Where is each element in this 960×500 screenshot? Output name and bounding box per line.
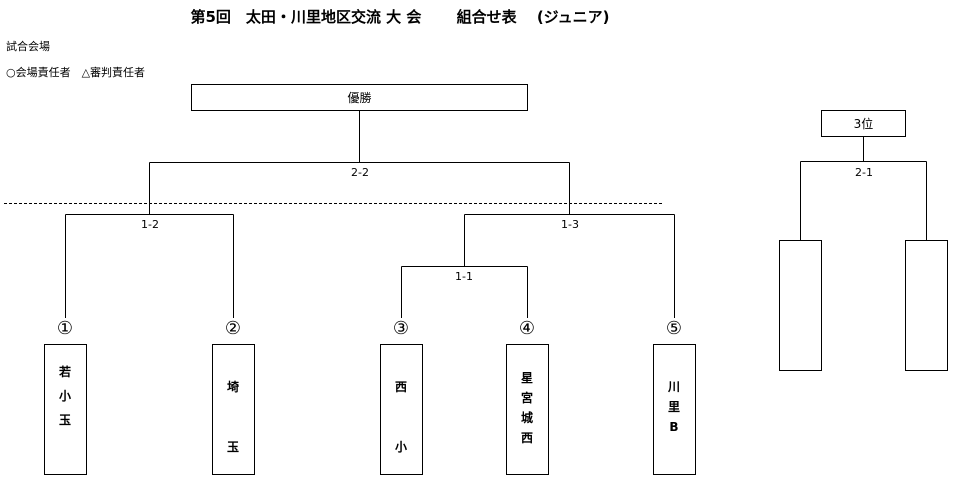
team-3-char-1: 西	[394, 380, 408, 394]
team-5-char-1: 川	[667, 380, 681, 394]
seed-5: ⑤	[665, 318, 683, 339]
team-name-4: 星 宮 城 西	[521, 368, 533, 448]
team-5-char-3: B	[669, 420, 679, 434]
team-name-1: 若 小 玉	[59, 360, 71, 432]
team-2-char-2	[227, 402, 239, 432]
team-name-5: 川 里 B	[668, 377, 680, 437]
team-box-2	[212, 344, 255, 475]
team-2-char-3: 玉	[226, 440, 240, 454]
team-5-char-2: 里	[667, 400, 681, 414]
third-place-label: 3位	[853, 117, 874, 131]
team-3-char-2	[395, 402, 407, 432]
seed-1: ①	[56, 318, 74, 339]
team-name-2: 埼 玉	[227, 372, 239, 462]
team-4-char-2: 宮	[520, 391, 534, 405]
page-title: 第5回 太田・川里地区交流 大 会 組合せ表 (ジュニア)	[190, 8, 610, 26]
team-2-char-1: 埼	[226, 380, 240, 394]
third-place-match-label: 2-1	[855, 166, 873, 179]
first-round-match-label: 1-1	[455, 270, 473, 283]
team-box-4	[506, 344, 549, 475]
third-place-slot-left	[779, 240, 822, 371]
team-box-5	[653, 344, 696, 475]
team-1-char-1: 若	[58, 365, 72, 379]
team-4-char-1: 星	[520, 371, 534, 385]
semi-left-match-label: 1-2	[141, 218, 159, 231]
venue-label: 試合会場	[6, 40, 50, 53]
semi-right-match-label: 1-3	[561, 218, 579, 231]
team-box-3	[380, 344, 423, 475]
final-match-label: 2-2	[351, 166, 369, 179]
team-3-char-3: 小	[394, 440, 408, 454]
third-place-box: 3位	[821, 110, 906, 137]
officials-legend: ○会場責任者 △審判責任者	[6, 66, 146, 79]
team-4-char-4: 西	[520, 431, 534, 445]
third-place-slot-right	[905, 240, 948, 371]
team-name-3: 西 小	[395, 372, 407, 462]
champion-label: 優勝	[347, 91, 372, 105]
seed-3: ③	[392, 318, 410, 339]
seed-4: ④	[518, 318, 536, 339]
team-1-char-3: 玉	[58, 413, 72, 427]
champion-box: 優勝	[191, 84, 528, 111]
team-4-char-3: 城	[520, 411, 534, 425]
seed-2: ②	[224, 318, 242, 339]
team-1-char-2: 小	[58, 389, 72, 403]
team-box-1	[44, 344, 87, 475]
